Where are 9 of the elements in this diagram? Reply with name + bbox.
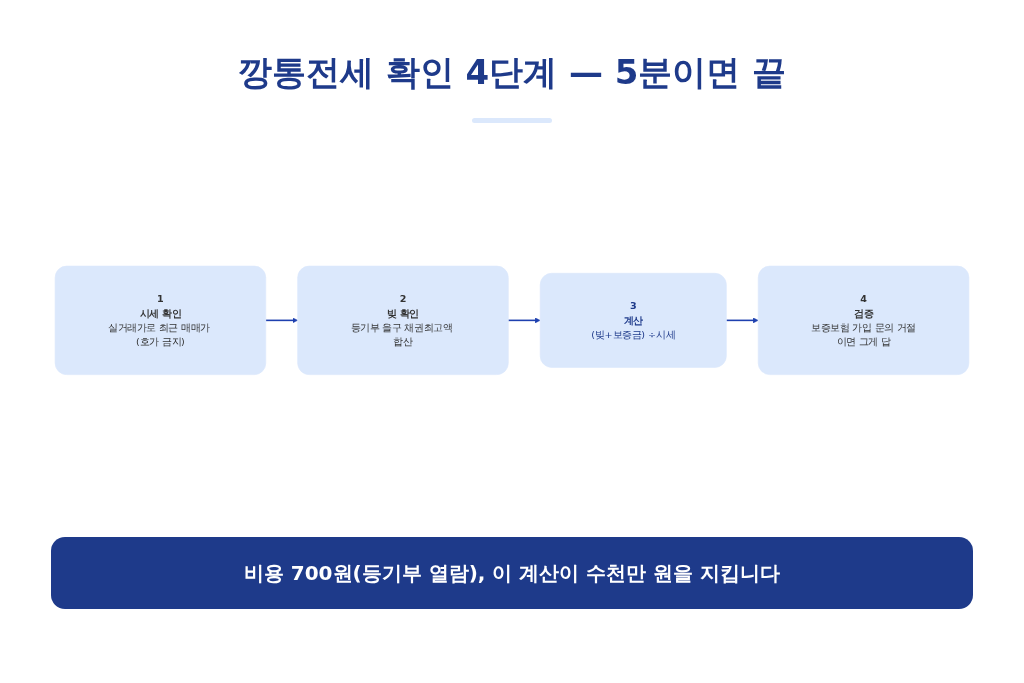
node-box: 1 시세 확인 실거래가로 최근 매매가 (호가 금지) <box>54 265 267 375</box>
node-box: 2 빚 확인 등기부 을구 채권최고액 합산 <box>297 265 509 375</box>
title: 깡통전세 확인 4단계 — 5분이면 끝 <box>236 51 788 94</box>
arrow <box>264 317 298 323</box>
node-box: 3 계산 (빚+보증금) ÷시세 <box>539 272 727 368</box>
arrow <box>507 317 541 323</box>
node-box: 4 검증 보증보험 가입 문의 거절이면 그게 답 <box>757 265 970 375</box>
arrow <box>725 317 759 323</box>
summary-banner: 비용 700원(등기부 열람), 이 계산이 수천만 원을 지킵니다 <box>51 537 973 609</box>
